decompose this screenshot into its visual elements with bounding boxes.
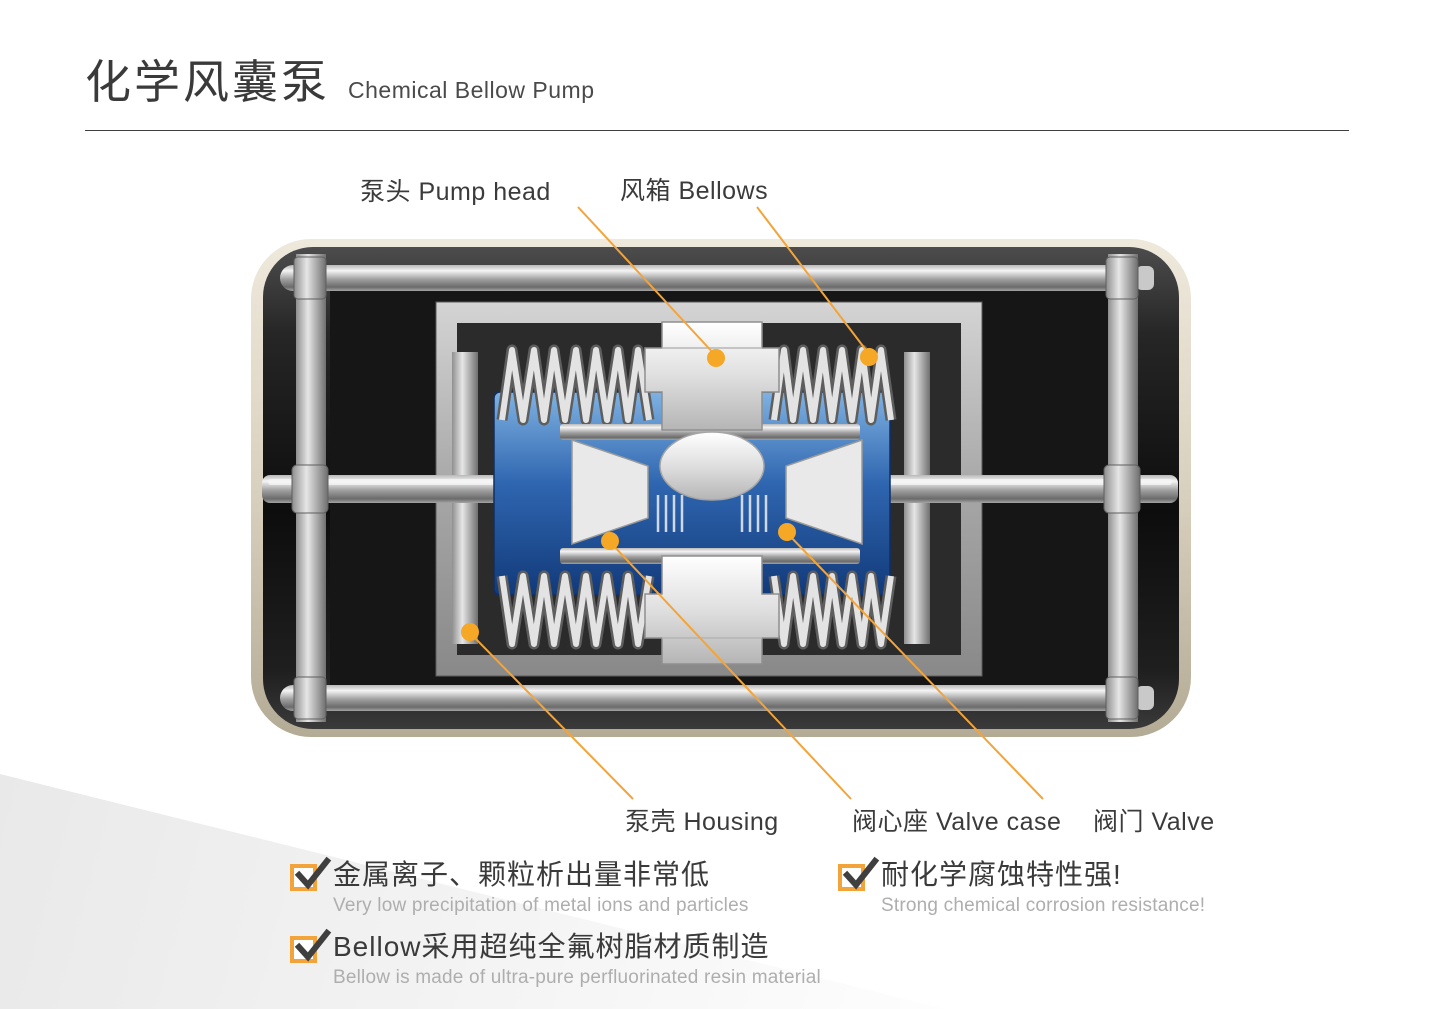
label-bellows: 风箱 Bellows: [620, 177, 769, 205]
marker-bellows: [860, 348, 878, 366]
label-pump-head: 泵头 Pump head: [360, 178, 551, 206]
checkbox-icon: [838, 856, 880, 891]
feature-item-resin-material: Bellow采用超纯全氟树脂材质制造 Bellow is made of ult…: [290, 928, 821, 989]
page-title: 化学风囊泵: [85, 56, 330, 108]
feature-text-en: Very low precipitation of metal ions and…: [333, 894, 749, 916]
marker-valve-case: [601, 532, 619, 550]
checkbox-icon: [290, 928, 332, 963]
marker-housing: [461, 623, 479, 641]
marker-pump-head: [707, 349, 725, 367]
check-icon: [294, 856, 332, 890]
bellows-left-bottom: [496, 570, 655, 650]
feature-text-en: Strong chemical corrosion resistance!: [881, 894, 1206, 916]
bellows-right-bottom: [768, 570, 897, 650]
tie-rods: [280, 256, 1154, 720]
check-icon: [842, 856, 880, 890]
bellows-right-top: [768, 344, 897, 426]
bellows-left-top: [496, 344, 655, 426]
feature-text-zh: Bellow采用超纯全氟树脂材质制造: [333, 931, 770, 962]
leader-line-valve-case: [610, 542, 852, 800]
feature-item-corrosion: 耐化学腐蚀特性强! Strong chemical corrosion resi…: [838, 856, 1206, 917]
marker-valve: [778, 523, 796, 541]
pump-head-manifold: [644, 321, 780, 665]
leader-line-valve: [787, 533, 1044, 800]
page-subtitle: Chemical Bellow Pump: [348, 77, 595, 103]
label-valve-case: 阀心座 Valve case: [852, 808, 1062, 836]
feature-text-zh: 金属离子、颗粒析出量非常低: [333, 859, 711, 890]
feature-text-en: Bellow is made of ultra-pure perfluorina…: [333, 966, 821, 988]
label-housing: 泵壳 Housing: [625, 808, 779, 836]
header-divider: [85, 130, 1349, 131]
check-icon: [294, 928, 332, 962]
label-valve: 阀门 Valve: [1093, 808, 1215, 836]
feature-item-metal-ions: 金属离子、颗粒析出量非常低 Very low precipitation of …: [290, 856, 749, 917]
page-header: 化学风囊泵 Chemical Bellow Pump: [85, 46, 594, 112]
leader-line-pump-head: [577, 206, 717, 357]
checkbox-icon: [290, 856, 332, 891]
leader-line-bellows: [756, 206, 870, 355]
leader-line-housing: [470, 633, 634, 800]
feature-text-zh: 耐化学腐蚀特性强!: [881, 859, 1122, 890]
